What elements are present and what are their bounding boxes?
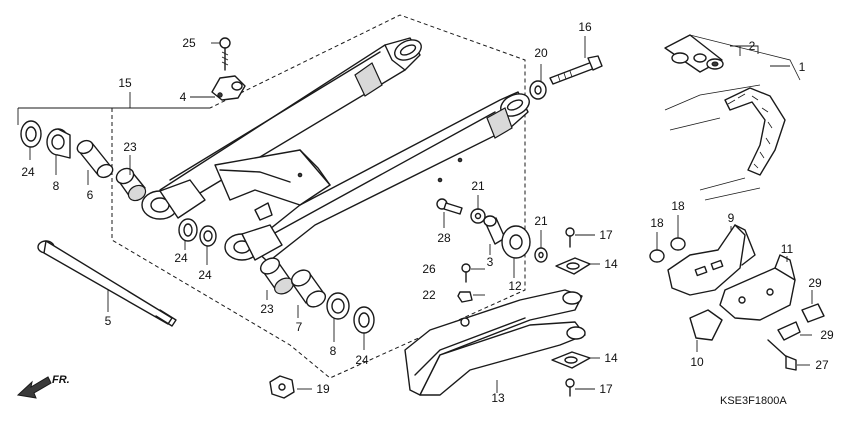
front-direction-arrow: FR. <box>16 374 70 399</box>
callout-25: 25 <box>182 36 196 50</box>
screw-17-upper <box>565 227 575 248</box>
bolt-26 <box>461 263 471 283</box>
bolt-27 <box>767 339 797 371</box>
bolt-29-lower <box>777 321 801 341</box>
callout-labels: 1 2 3 4 5 6 7 8 8 9 10 11 12 13 14 14 15… <box>21 20 834 405</box>
washer-21-left <box>470 208 486 224</box>
nut-22 <box>457 291 473 303</box>
collar-18-right <box>670 237 686 251</box>
direction-label: FR. <box>52 374 70 386</box>
dust-seal-24-left <box>20 120 42 148</box>
callout-19: 19 <box>316 382 330 396</box>
dust-seal-24-center-b <box>199 225 217 247</box>
callout-10: 10 <box>690 355 704 369</box>
callout-7: 7 <box>296 320 303 334</box>
callout-27: 27 <box>815 358 829 372</box>
callout-5: 5 <box>105 314 112 328</box>
bolt-16 <box>549 55 603 85</box>
rubber-14-upper <box>555 257 591 275</box>
callout-22: 22 <box>422 288 436 302</box>
callout-18-left: 18 <box>650 216 664 230</box>
bolt-29-upper <box>801 303 825 323</box>
bolt-28 <box>436 198 463 215</box>
callout-26: 26 <box>422 262 436 276</box>
callout-17-upper: 17 <box>599 228 613 242</box>
callout-16: 16 <box>578 20 592 34</box>
needle-bearing-23-right <box>259 257 294 295</box>
callout-9: 9 <box>728 211 735 225</box>
leader-lines <box>29 36 813 393</box>
dust-seal-24-center-a <box>178 218 198 242</box>
washer-21-right <box>534 247 548 263</box>
callout-2: 2 <box>749 39 756 53</box>
callout-8-right: 8 <box>330 344 337 358</box>
pivot-collar-7 <box>290 269 327 308</box>
pivot-collar-6 <box>76 139 114 179</box>
callout-21-left: 21 <box>471 179 485 193</box>
callout-29-lower: 29 <box>820 328 834 342</box>
callout-18-right: 18 <box>671 199 685 213</box>
roller-12 <box>501 225 531 259</box>
collar-3 <box>483 215 506 245</box>
callout-24-center-a: 24 <box>174 251 188 265</box>
dust-seal-24-right <box>353 306 375 334</box>
callout-3: 3 <box>487 255 494 269</box>
callout-20: 20 <box>534 46 548 60</box>
chain-slider-13 <box>404 289 586 396</box>
diagram-code: KSE3F1800A <box>720 395 787 407</box>
callout-13: 13 <box>491 391 505 405</box>
collar-8-right <box>326 292 350 320</box>
rubber-14-lower <box>551 351 591 369</box>
callout-29-upper: 29 <box>808 276 822 290</box>
callout-4: 4 <box>180 90 187 104</box>
washer-20 <box>529 80 547 100</box>
callout-24-center-b: 24 <box>198 268 212 282</box>
callout-14-lower: 14 <box>604 351 618 365</box>
guide-10 <box>689 309 723 341</box>
chain-guide-9 <box>667 224 756 296</box>
swingarm <box>141 37 530 263</box>
callout-14-upper: 14 <box>604 257 618 271</box>
callout-1: 1 <box>799 60 806 74</box>
nut-19 <box>269 375 295 399</box>
chain-joint-2 <box>664 34 724 73</box>
callout-8-left: 8 <box>53 179 60 193</box>
callout-11: 11 <box>781 242 794 256</box>
callout-17-lower: 17 <box>599 382 613 396</box>
callout-23-left: 23 <box>123 140 137 154</box>
collar-8-left <box>46 128 71 159</box>
callout-6: 6 <box>87 188 94 202</box>
cable-guide-4 <box>211 75 246 101</box>
callout-15: 15 <box>118 76 132 90</box>
pivot-bolt-5 <box>37 240 177 327</box>
guide-plate-11 <box>719 254 796 321</box>
needle-bearing-23-left <box>115 167 147 202</box>
callout-28: 28 <box>437 231 451 245</box>
screw-25 <box>219 37 231 71</box>
collar-18-left <box>649 249 665 263</box>
callout-24-left: 24 <box>21 165 35 179</box>
screw-17-lower <box>565 378 575 397</box>
callout-21-right: 21 <box>534 214 548 228</box>
callout-24-right: 24 <box>355 353 369 367</box>
callout-23-right: 23 <box>260 302 274 316</box>
callout-12: 12 <box>508 279 522 293</box>
